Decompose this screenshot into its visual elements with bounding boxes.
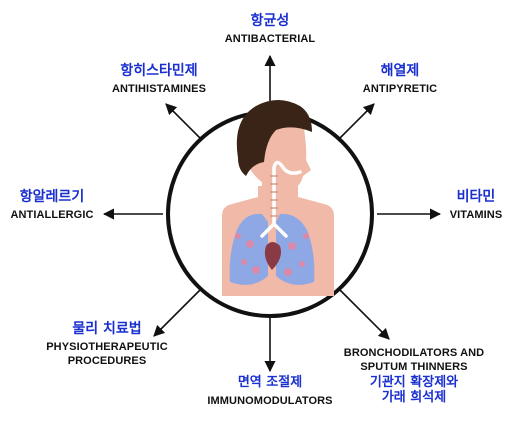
arrow-lower-left [153,287,203,337]
label-antipyretic: 해열제 ANTIPYRETIC [345,63,455,96]
arrows [102,54,442,373]
label-immunomodulators: 면역 조절제 IMMUNOMODULATORS [195,375,345,408]
arrow-upper-right [337,103,375,141]
arrow-lower-right [337,287,390,340]
antibacterial-ko: 항균성 [250,13,290,29]
human-figure [222,100,334,296]
antiallergic-ko: 항알레르기 [19,189,85,205]
bronchodilators-en-line1: BRONCHODILATORS AND [343,347,485,359]
physiotherapeutic-en-line1: PHYSIOTHERAPEUTIC [46,341,168,354]
label-vitamins: 비타민 VITAMINS [436,189,516,222]
antihistamines-en: ANTIHISTAMINES [111,83,207,96]
label-antiallergic: 항알레르기 ANTIALLERGIC [2,189,102,222]
arrow-upper-left [165,103,203,141]
label-bronchodilators: BRONCHODILATORS AND SPUTUM THINNERS 기관지 … [328,347,500,406]
bronchodilators-ko-line1: 기관지 확장제와 [369,375,459,391]
label-physiotherapeutic: 물리 치료법 PHYSIOTHERAPEUTIC PROCEDURES [40,321,174,368]
physiotherapeutic-ko: 물리 치료법 [72,321,142,337]
airway [260,160,302,238]
hair [236,100,312,176]
bronchodilators-en-line2: SPUTUM THINNERS [360,361,468,374]
trachea-rings [270,175,278,217]
immunomodulators-ko: 면역 조절제 [237,375,303,390]
antipyretic-en: ANTIPYRETIC [362,83,438,96]
infection-spots [235,233,309,276]
antiallergic-en: ANTIALLERGIC [10,209,94,222]
antibacterial-en: ANTIBACTERIAL [224,33,316,46]
bronchodilators-ko-line2: 가래 희석제 [381,390,447,406]
antihistamines-ko: 항히스타민제 [120,63,198,79]
label-antihistamines: 항히스타민제 ANTIHISTAMINES [98,63,220,96]
vitamins-ko: 비타민 [456,189,496,205]
vitamins-en: VITAMINS [449,209,503,222]
left-lung [276,213,315,285]
label-antibacterial: 항균성 ANTIBACTERIAL [200,13,340,46]
physiotherapeutic-en-line2: PROCEDURES [67,355,147,368]
immunomodulators-en: IMMUNOMODULATORS [207,395,333,408]
antipyretic-ko: 해열제 [380,63,420,79]
heart [264,242,281,270]
